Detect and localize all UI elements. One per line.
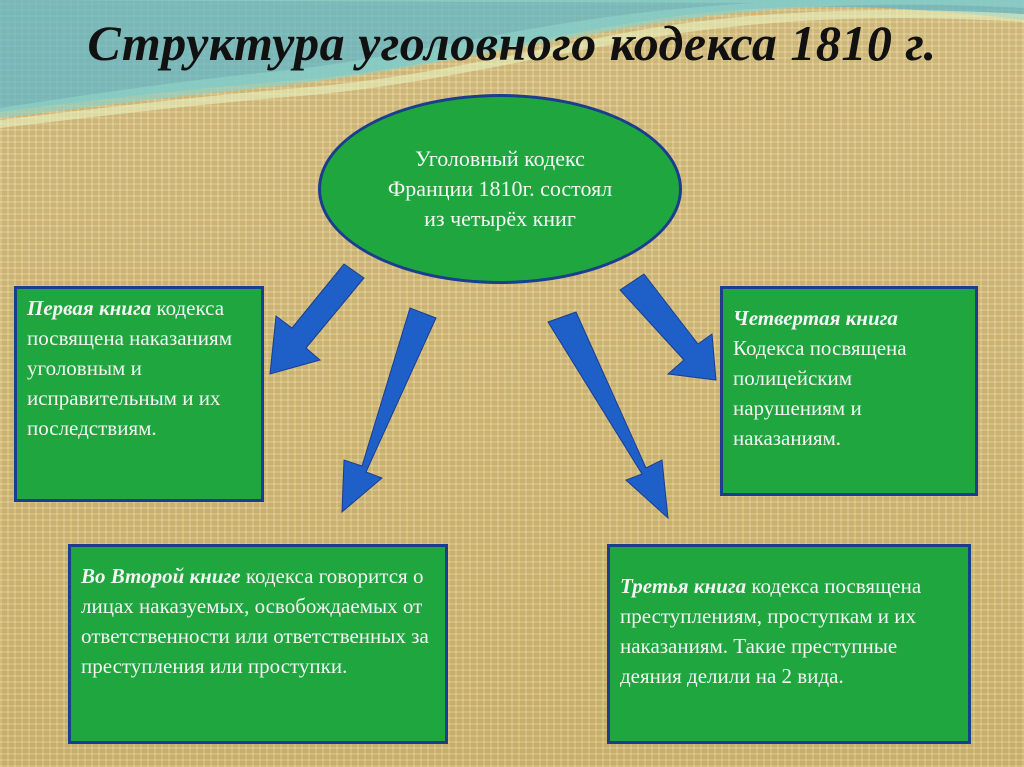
- central-code-text: Уголовный кодекс Франции 1810г. состоял …: [387, 146, 613, 231]
- arrow-to-first-book: [269, 263, 365, 375]
- first-book-text: кодекса посвящена наказаниям уголовным и…: [27, 296, 232, 440]
- arrow-to-second-book: [341, 307, 437, 514]
- third-book-text: кодекса посвящена преступлениям, проступ…: [620, 574, 922, 688]
- first-book-lead: Первая книга: [27, 296, 152, 320]
- arrow-to-fourth-book: [619, 273, 717, 381]
- second-book-text: кодекса говорится о лицах наказуемых, ос…: [81, 564, 429, 678]
- second-book-lead: Во Второй книге: [81, 564, 241, 588]
- fourth-book-box: Четвертая книга Кодекса посвящена полице…: [720, 286, 978, 496]
- first-book-box: Первая книга кодекса посвящена наказания…: [14, 286, 264, 502]
- arrow-to-third-book: [547, 311, 669, 520]
- header-wave-decoration: [0, 0, 1024, 129]
- fourth-book-text: Кодекса посвящена полицейским нарушениям…: [733, 336, 907, 450]
- page-title: Структура уголовного кодекса 1810 г.: [87, 15, 937, 71]
- third-book-lead: Третья книга: [620, 574, 747, 598]
- second-book-box: Во Второй книге кодекса говорится о лица…: [68, 544, 448, 744]
- central-code-node: Уголовный кодекс Франции 1810г. состоял …: [318, 94, 682, 284]
- fourth-book-lead: Четвертая книга: [733, 306, 898, 330]
- third-book-box: Третья книга кодекса посвящена преступле…: [607, 544, 971, 744]
